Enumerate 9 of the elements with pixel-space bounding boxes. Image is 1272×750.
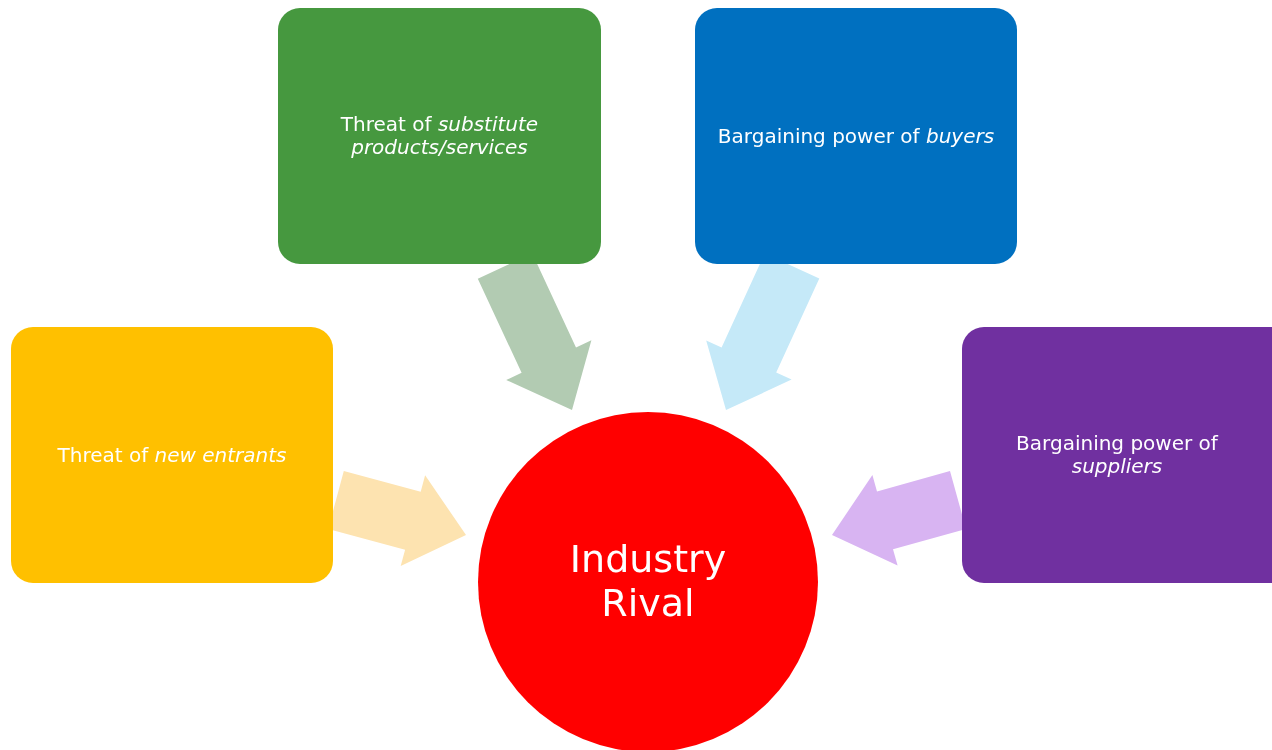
node-label: Bargaining power of suppliers bbox=[1015, 432, 1220, 478]
node-label: Threat of new entrants bbox=[57, 443, 287, 467]
node-label: Bargaining power of buyers bbox=[717, 124, 995, 148]
node-label: Industry Rival bbox=[568, 538, 728, 626]
node-label: Threat of substitute products/services bbox=[339, 113, 540, 159]
force-box bbox=[962, 327, 1272, 583]
force-box bbox=[11, 327, 333, 583]
force-box bbox=[278, 8, 601, 264]
force-box bbox=[695, 8, 1017, 264]
